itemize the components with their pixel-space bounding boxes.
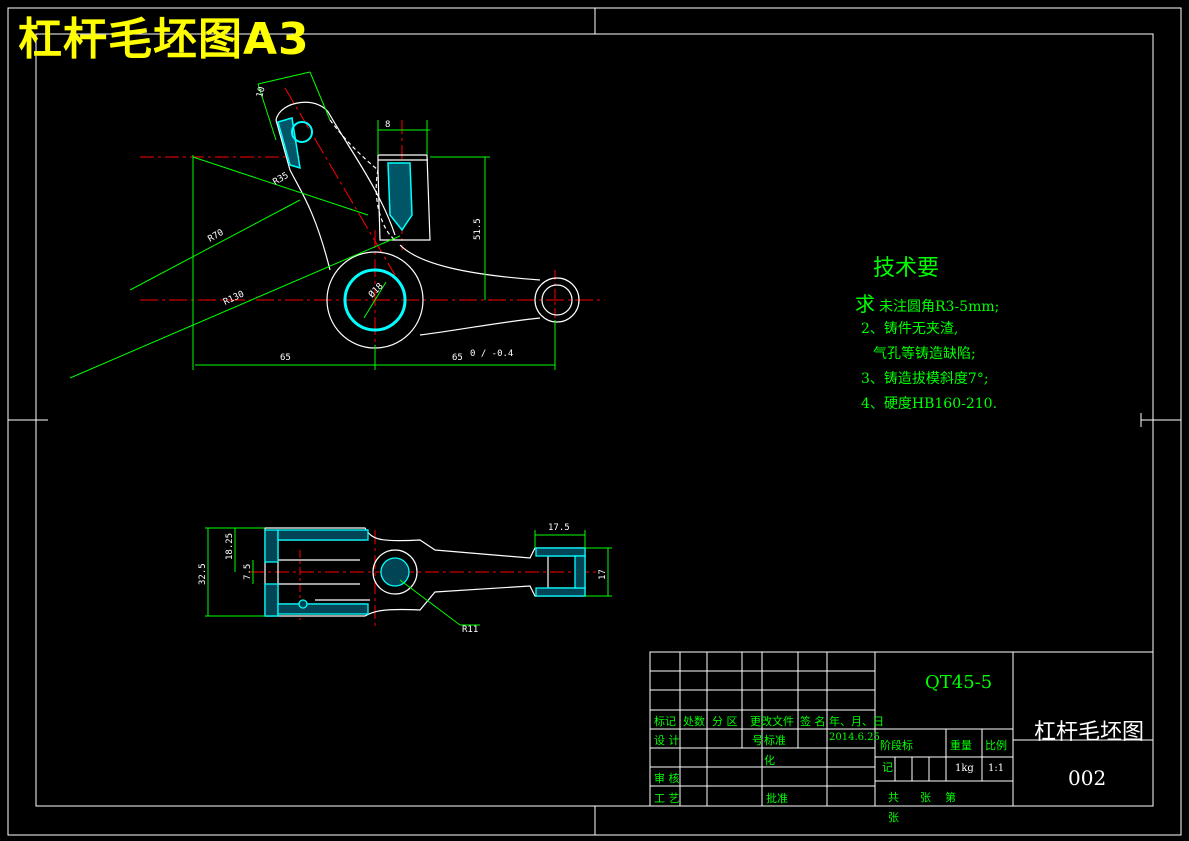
tech-item-2: 2、铸件无夹渣,	[861, 321, 959, 337]
dim-r130: R130	[222, 289, 246, 307]
dim-17-5: 17.5	[548, 523, 570, 533]
drawing-title-overlay: 杠杆毛坯图A3	[18, 14, 310, 65]
dim-32-5: 32.5	[198, 563, 208, 585]
title-block-grid	[649, 651, 1154, 807]
top-view: 17.5 18.25 32.5 7.5 17 R11	[198, 523, 612, 635]
tech-item-4: 3、铸造拔模斜度7°;	[861, 371, 989, 387]
tech-item-1: 求未注圆角R3-5mm;	[855, 292, 1000, 316]
dim-10: 10	[255, 86, 267, 99]
dim-7-5: 7.5	[243, 564, 253, 580]
dim-18-25: 18.25	[225, 533, 235, 560]
tb-stage-mark2: 记	[882, 761, 893, 774]
tb-weight: 1kg	[955, 763, 974, 774]
sheet-frame	[7, 7, 1182, 836]
front-view: 10 8 R35 R70 R130 51.5 Ø18 65 65	[69, 71, 600, 379]
tb-change-doc: 更改文件	[750, 715, 794, 728]
front-dimensions	[69, 71, 556, 379]
tb-approve: 批准	[766, 792, 788, 805]
tb-date-label: 年、月、日	[829, 715, 884, 728]
dim-d18: Ø18	[366, 281, 385, 300]
tb-process: 工 艺	[654, 792, 680, 805]
tb-zone: 分 区	[712, 715, 738, 728]
top-dimensions	[205, 527, 612, 626]
tb-standardize2: 化	[764, 754, 775, 767]
dim-8: 8	[385, 120, 390, 130]
tech-item-5: 4、硬度HB160-210.	[861, 396, 998, 412]
dim-51-5: 51.5	[473, 218, 483, 240]
tb-drawing-no: 002	[1068, 766, 1107, 790]
tb-sign: 签 名	[800, 715, 826, 728]
front-hatch	[277, 117, 413, 332]
tb-weight-label: 重量	[950, 739, 972, 752]
dim-17: 17	[598, 569, 608, 580]
tech-item-3: 气孔等铸造缺陷;	[873, 346, 976, 362]
tb-sheets-total: 共	[888, 791, 899, 804]
dim-65-right: 65	[452, 353, 463, 363]
dim-r35: R35	[272, 171, 291, 188]
tb-design: 设 计	[654, 734, 680, 747]
tb-material: QT45-5	[925, 672, 993, 693]
tech-requirements-list: 求未注圆角R3-5mm; 2、铸件无夹渣, 气孔等铸造缺陷; 3、铸造拔模斜度7…	[855, 292, 999, 417]
dim-r11: R11	[462, 625, 478, 635]
tb-scale-label: 比例	[985, 739, 1007, 752]
tb-sheet-unit2: 张	[888, 811, 899, 824]
tb-count: 处数	[683, 715, 705, 728]
tb-mark: 标记	[654, 715, 676, 728]
tech-requirements-title: 技术要	[873, 256, 940, 281]
tb-date: 2014.6.25	[829, 732, 880, 743]
tb-review: 审 核	[654, 772, 680, 785]
tb-part-name: 杠杆毛坯图	[1034, 720, 1145, 745]
tech-title-tail: 求	[855, 292, 875, 316]
dim-65-tolerance: 0 / -0.4	[470, 349, 513, 359]
tb-scale: 1:1	[988, 763, 1005, 774]
tb-stage-mark: 阶段标	[880, 739, 913, 752]
tb-sheet-no: 第	[945, 791, 956, 804]
dim-65-left: 65	[280, 353, 291, 363]
tb-standardize: 标准	[764, 734, 786, 747]
top-hatch	[264, 529, 586, 617]
tb-num: 号	[752, 734, 763, 747]
dim-r70: R70	[207, 228, 226, 245]
tb-sheets-unit: 张	[920, 791, 931, 804]
